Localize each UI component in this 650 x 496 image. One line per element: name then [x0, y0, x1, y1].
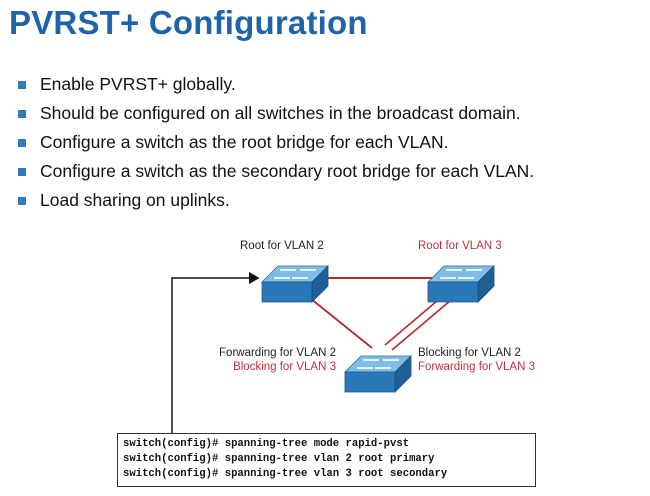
cli-command-box: switch(config)# spanning-tree mode rapid… — [117, 433, 536, 487]
bullet-text: Configure a switch as the root bridge fo… — [40, 132, 449, 152]
bullet-square-icon — [18, 197, 26, 205]
label-root-vlan2: Root for VLAN 2 — [240, 240, 324, 252]
config-arrow — [171, 272, 260, 433]
bullet-square-icon — [18, 139, 26, 147]
bullet-item: Should be configured on all switches in … — [18, 99, 534, 128]
bullet-square-icon — [18, 81, 26, 89]
bullet-text: Should be configured on all switches in … — [40, 103, 521, 123]
cli-line: switch(config)# spanning-tree mode rapid… — [123, 438, 410, 450]
bullet-text: Enable PVRST+ globally. — [40, 74, 236, 94]
bullet-text: Load sharing on uplinks. — [40, 190, 230, 210]
bullet-item: Load sharing on uplinks. — [18, 186, 534, 215]
bullet-item: Enable PVRST+ globally. — [18, 70, 534, 99]
label-blocking-vlan3: Blocking for VLAN 3 — [233, 361, 336, 373]
switch-left-icon — [261, 265, 329, 303]
cli-line: switch(config)# spanning-tree vlan 3 roo… — [123, 468, 448, 480]
label-blocking-vlan2: Blocking for VLAN 2 — [418, 347, 521, 359]
switch-right-icon — [427, 265, 495, 303]
label-root-vlan3: Root for VLAN 3 — [418, 240, 502, 252]
switch-bottom-icon — [344, 355, 412, 393]
slide-title: PVRST+ Configuration — [9, 4, 368, 41]
bullet-square-icon — [18, 168, 26, 176]
cli-line: switch(config)# spanning-tree vlan 2 roo… — [123, 453, 435, 465]
bullet-list: Enable PVRST+ globally. Should be config… — [18, 70, 534, 215]
label-forwarding-vlan2: Forwarding for VLAN 2 — [219, 347, 336, 359]
bullet-text: Configure a switch as the secondary root… — [40, 161, 535, 181]
label-forwarding-vlan3: Forwarding for VLAN 3 — [418, 361, 535, 373]
bullet-item: Configure a switch as the root bridge fo… — [18, 128, 534, 157]
bullet-square-icon — [18, 110, 26, 118]
bullet-item: Configure a switch as the secondary root… — [18, 157, 534, 186]
